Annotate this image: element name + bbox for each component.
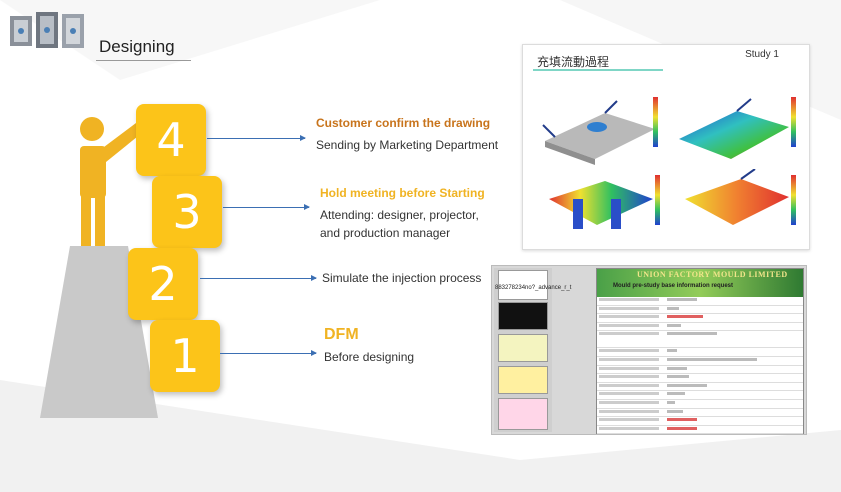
step-1-title: DFM — [324, 326, 359, 343]
step-4-title: Customer confirm the drawing — [316, 116, 491, 130]
arrow-step-2 — [200, 275, 317, 281]
document-id: 883278234no?_advance_r_t — [495, 285, 572, 291]
step-3-desc-line2: and production manager — [320, 226, 451, 240]
step-box-3: 3 — [152, 176, 222, 248]
document-company: UNION FACTORY MOULD LIMITED — [637, 270, 788, 279]
step-4-desc: Sending by Marketing Department — [316, 138, 499, 152]
thumbnail-strip — [494, 268, 552, 432]
title-underline — [96, 60, 191, 61]
step-3-title: Hold meeting before Starting — [320, 186, 485, 200]
arrow-step-1 — [220, 350, 317, 356]
step-2-desc: Simulate the injection process — [322, 271, 482, 285]
header: Designing — [8, 8, 248, 61]
arrow-step-3 — [223, 204, 310, 210]
arrow-step-4 — [207, 135, 306, 141]
document-header: UNION FACTORY MOULD LIMITED Mould pre-st… — [597, 269, 803, 297]
thumbnail — [498, 334, 548, 362]
simulation-image-1 — [542, 97, 658, 165]
study-label: Study 1 — [745, 49, 779, 60]
simulation-panel: 充填流動過程 Study 1 — [522, 44, 810, 250]
simulation-image-2 — [679, 97, 796, 159]
page-title: Designing — [99, 37, 175, 56]
step-box-2: 2 — [128, 248, 198, 320]
document-table — [597, 297, 803, 434]
step-box-4: 4 — [136, 104, 206, 176]
thumbnail — [498, 366, 548, 394]
step-3-desc-line1: Attending: designer, projector, — [320, 208, 479, 222]
step-box-1: 1 — [150, 320, 220, 392]
document-screenshot-panel: UNION FACTORY MOULD LIMITED Mould pre-st… — [491, 265, 807, 435]
document-subtitle: Mould pre-study base information request — [613, 283, 734, 289]
simulation-image-4 — [685, 169, 796, 225]
simulation-panel-title: 充填流動過程 — [537, 55, 610, 69]
thumbnail — [498, 302, 548, 330]
simulation-image-3 — [549, 175, 660, 229]
mould-logo-icon — [10, 12, 84, 48]
step-1-desc: Before designing — [324, 350, 415, 364]
thumbnail — [498, 398, 548, 430]
title-rule — [533, 69, 663, 71]
request-document: UNION FACTORY MOULD LIMITED Mould pre-st… — [495, 268, 804, 434]
thumbnail — [498, 270, 548, 300]
